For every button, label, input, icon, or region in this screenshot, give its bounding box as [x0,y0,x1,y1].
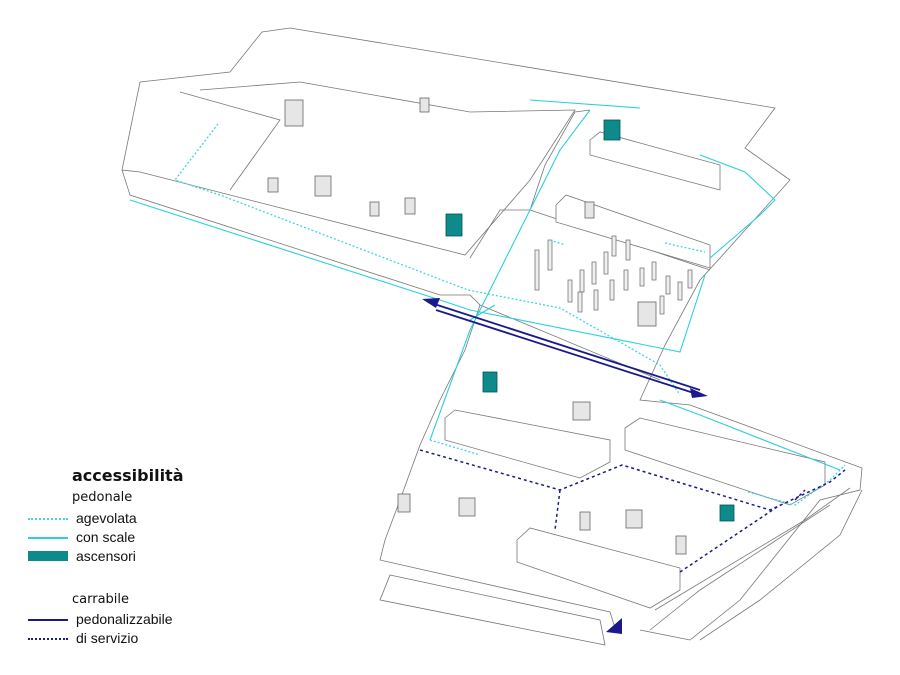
legend-label: con scale [76,529,136,545]
legend-item-stairs: con scale [28,529,228,547]
legend-title: accessibilità [72,466,184,485]
legend-item-service: di servizio [28,630,228,648]
legend-item-pedestrianizable: pedonalizzabile [28,611,228,629]
teal-block-icon [28,551,68,561]
legend-label: ascensori [76,548,136,564]
dotted-navy-line-icon [28,638,68,640]
vehicle-road-pedestrianizable [422,298,708,634]
elevators [445,119,735,522]
long-buildings [444,131,826,609]
arrow-left-icon [422,298,440,308]
pedestrian-paths-stairs [129,99,841,471]
site-outlines [121,27,863,646]
entrance-arrow-icon [606,618,622,634]
legend-label: di servizio [76,630,139,646]
arrow-right-icon [690,388,708,398]
legend-vehicle-heading: carrabile [72,592,130,607]
solid-navy-line-icon [28,619,68,621]
legend-label: agevolata [76,510,137,526]
pedestrian-paths-accessible [173,123,846,506]
vehicle-road-service [419,449,846,573]
legend-label: pedonalizzabile [76,611,173,627]
legend-item-accessible: agevolata [28,510,228,528]
legend-item-elevators: ascensori [28,548,228,566]
solid-cyan-line-icon [28,537,68,539]
legend-pedestrian-heading: pedonale [72,490,133,505]
buildings-grey [267,97,687,555]
pillars [534,235,693,315]
dotted-cyan-line-icon [28,518,68,520]
